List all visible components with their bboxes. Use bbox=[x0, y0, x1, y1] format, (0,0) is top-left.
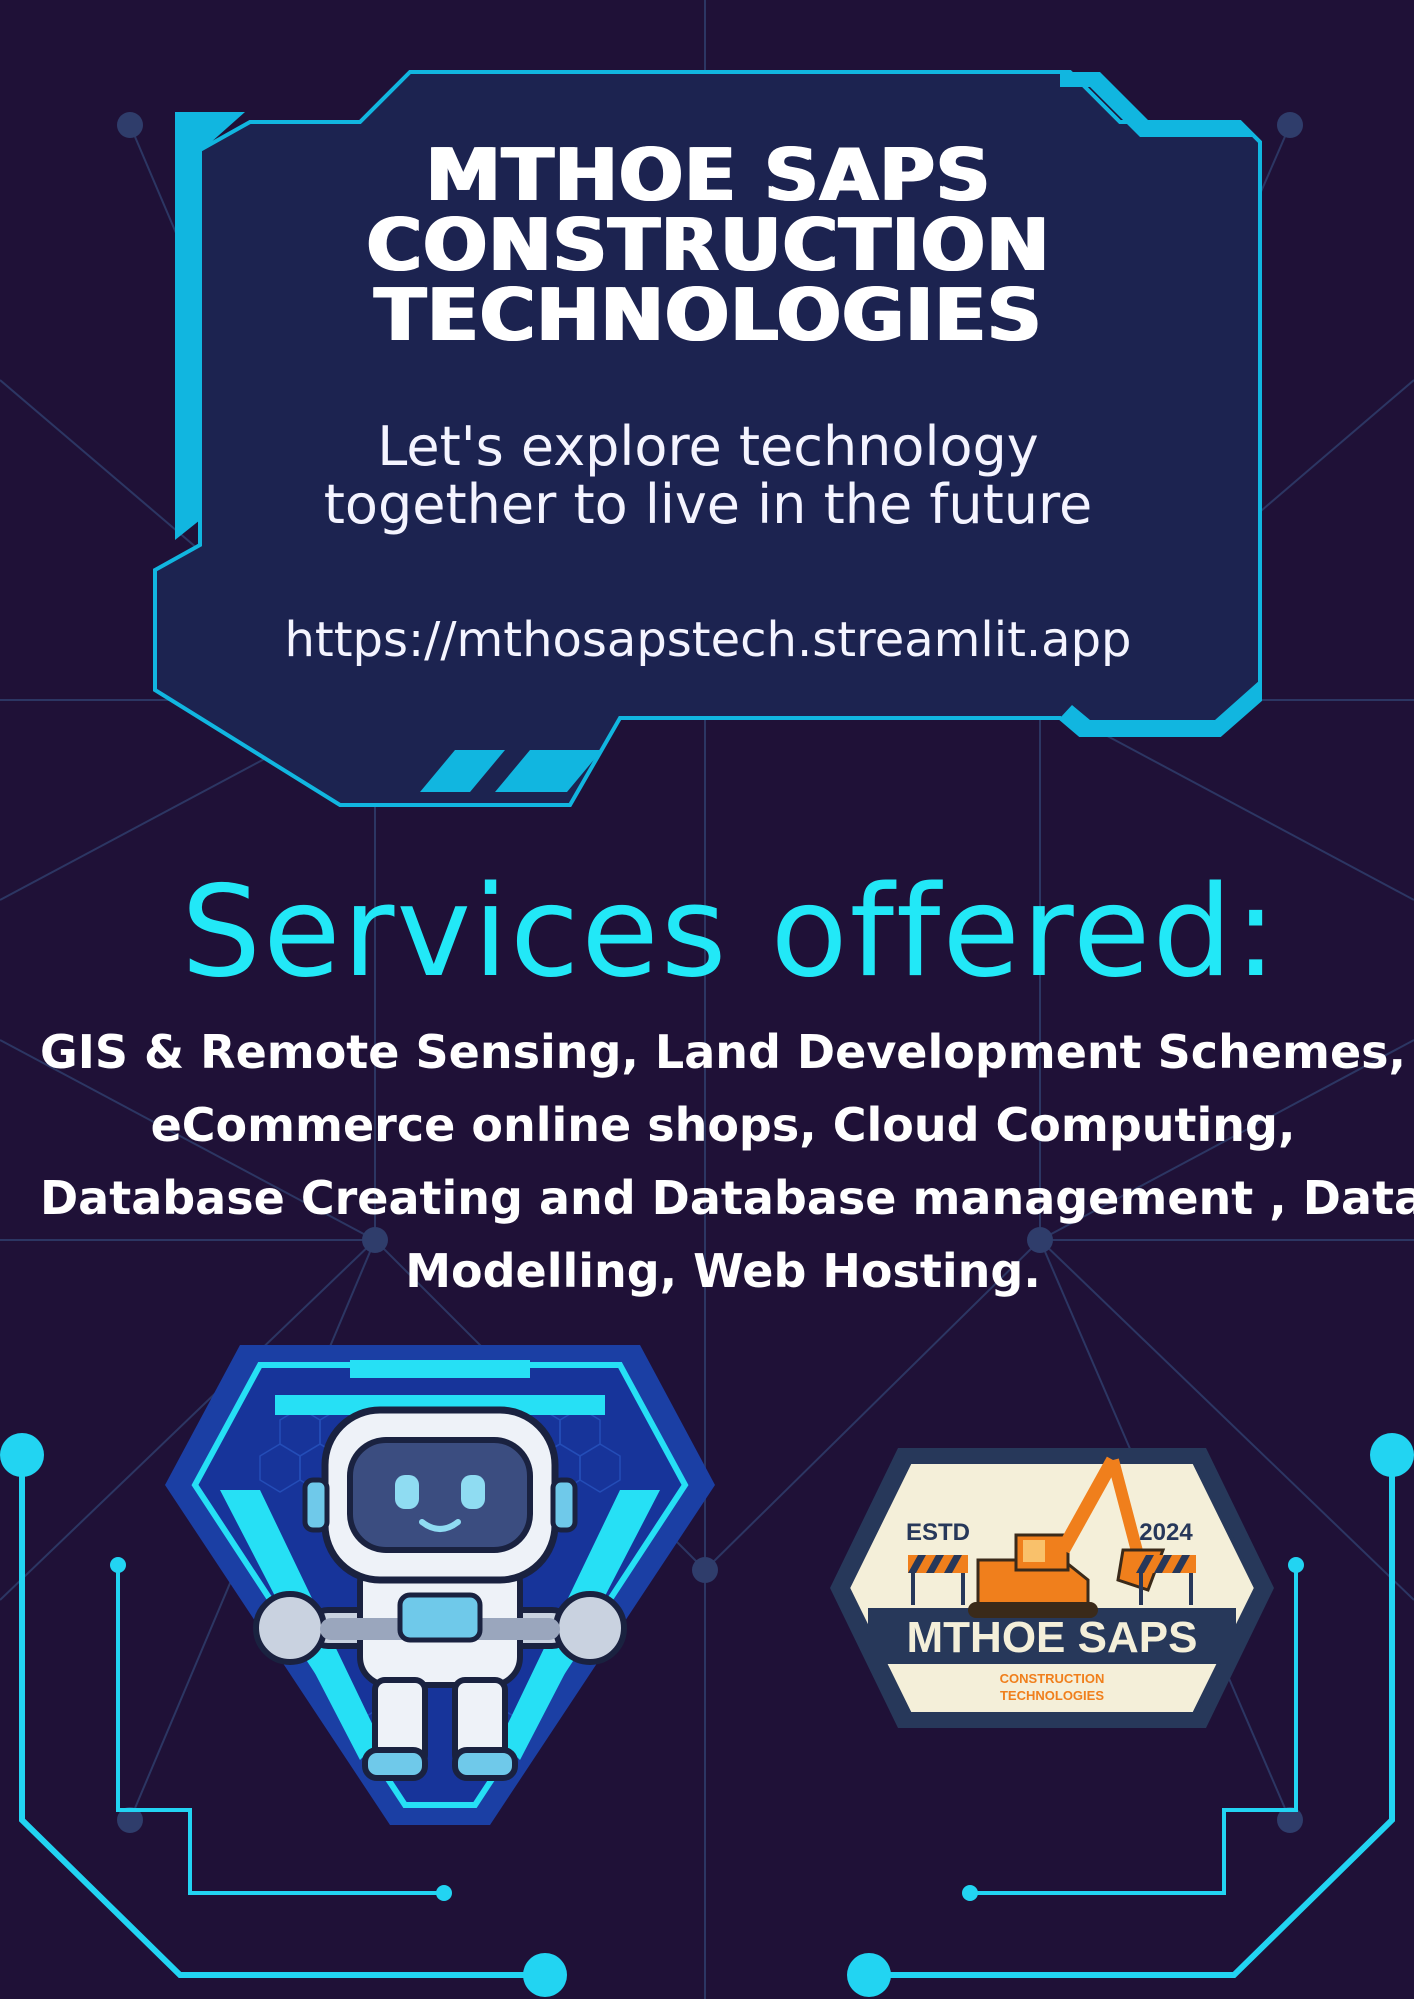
tagline-line: Let's explore technology bbox=[377, 415, 1039, 478]
services-line: eCommerce online shops, Cloud Computing, bbox=[150, 1098, 1296, 1152]
header-panel bbox=[153, 70, 1262, 807]
services-heading: Services offered: bbox=[181, 858, 1279, 1005]
company-logo: ESTD 2024 MTHOE SAPS CONSTRUCTION TECHNO… bbox=[830, 1448, 1274, 1728]
services-line: GIS & Remote Sensing, Land Development S… bbox=[40, 1025, 1407, 1079]
logo-subtitle-line: TECHNOLOGIES bbox=[1000, 1688, 1104, 1703]
title-line: MTHOE SAPS bbox=[425, 133, 991, 217]
robot-mechanic-icon bbox=[165, 1345, 715, 1825]
services-line: Database Creating and Database managemen… bbox=[40, 1171, 1414, 1225]
logo-subtitle-line: CONSTRUCTION bbox=[1000, 1671, 1105, 1686]
logo-estd: ESTD bbox=[906, 1519, 970, 1546]
title-line: CONSTRUCTION bbox=[366, 203, 1050, 287]
website-url[interactable]: https://mthosapstech.streamlit.app bbox=[284, 612, 1132, 668]
company-title: MTHOE SAPS CONSTRUCTION TECHNOLOGIES bbox=[288, 133, 1128, 357]
excavator-icon bbox=[968, 1456, 1166, 1618]
logo-name: MTHOE SAPS bbox=[907, 1613, 1198, 1662]
services-list: GIS & Remote Sensing, Land Development S… bbox=[40, 1016, 1414, 1308]
tagline-line: together to live in the future bbox=[323, 473, 1093, 536]
title-line: TECHNOLOGIES bbox=[373, 273, 1043, 357]
services-line: Modelling, Web Hosting. bbox=[405, 1244, 1041, 1298]
tagline: Let's explore technology together to liv… bbox=[258, 418, 1158, 534]
logo-year: 2024 bbox=[1139, 1519, 1193, 1546]
